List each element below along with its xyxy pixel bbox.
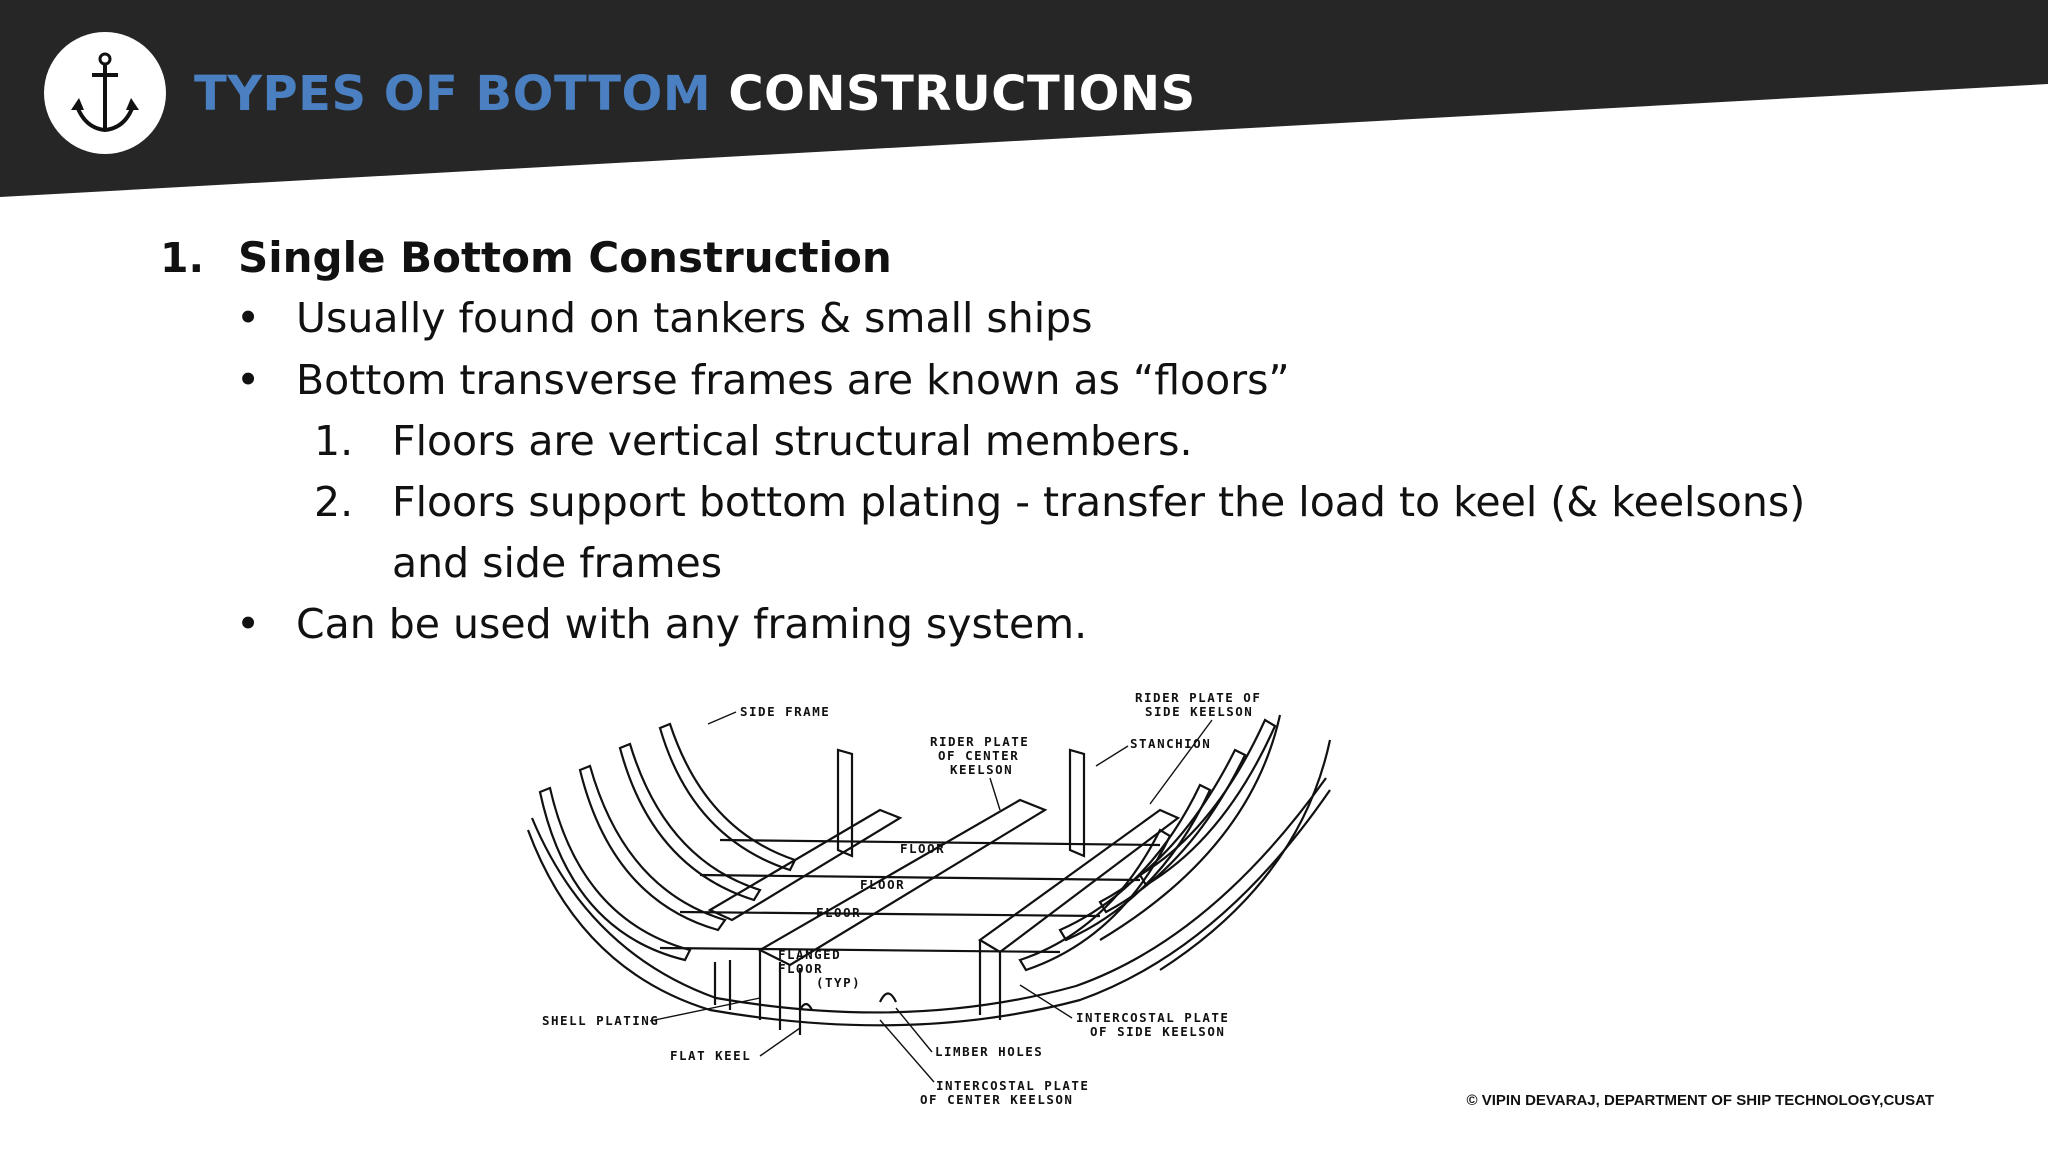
- label-rider-side: SIDE KEELSON: [1145, 704, 1253, 719]
- sub-item: Floors support bottom plating - transfer…: [392, 478, 1806, 526]
- bullet-marker: •: [236, 600, 261, 648]
- bullet-item: Usually found on tankers & small ships: [296, 294, 1093, 342]
- label-flanged-floor: FLOOR: [778, 961, 823, 976]
- label-rider-center: RIDER PLATE: [930, 734, 1029, 749]
- heading-number: 1.: [160, 234, 205, 282]
- sub-item-number: 2.: [314, 478, 354, 526]
- label-limber-holes: LIMBER HOLES: [935, 1044, 1043, 1059]
- single-bottom-diagram: SIDE FRAME RIDER PLATE OF CENTER KEELSON…: [526, 690, 1332, 1107]
- title-rest: CONSTRUCTIONS: [728, 66, 1196, 122]
- diagram-labels: SIDE FRAME RIDER PLATE OF CENTER KEELSON…: [542, 690, 1261, 1107]
- label-floor: FLOOR: [900, 841, 945, 856]
- header-band: [0, 0, 2048, 197]
- label-intercostal-side: OF SIDE KEELSON: [1090, 1024, 1225, 1039]
- bullet-marker: •: [236, 294, 261, 342]
- hull-structure: [526, 714, 1332, 1035]
- title-highlight: TYPES OF BOTTOM: [194, 66, 712, 122]
- copyright-footer: © VIPIN DEVARAJ, DEPARTMENT OF SHIP TECH…: [1466, 1092, 1934, 1109]
- label-rider-side: RIDER PLATE OF: [1135, 690, 1261, 705]
- sub-item-number: 1.: [314, 417, 354, 465]
- label-flanged-floor: (TYP): [816, 975, 861, 990]
- heading: Single Bottom Construction: [238, 233, 892, 282]
- bullet-item: Can be used with any framing system.: [296, 600, 1088, 648]
- label-flanged-floor: FLANGED: [778, 947, 841, 962]
- sub-item: Floors are vertical structural members.: [392, 417, 1193, 465]
- leader-lines: [649, 711, 1213, 1083]
- label-shell-plating: SHELL PLATING: [542, 1013, 659, 1028]
- label-floor: FLOOR: [816, 905, 861, 920]
- label-stanchion: STANCHION: [1130, 736, 1211, 751]
- label-side-frame: SIDE FRAME: [740, 704, 830, 719]
- label-floor: FLOOR: [860, 877, 905, 892]
- bullet-marker: •: [236, 356, 261, 404]
- page-title: TYPES OF BOTTOM CONSTRUCTIONS: [194, 66, 1196, 122]
- label-flat-keel: FLAT KEEL: [670, 1048, 751, 1063]
- label-intercostal-center: INTERCOSTAL PLATE: [936, 1078, 1089, 1093]
- label-intercostal-center: OF CENTER KEELSON: [920, 1092, 1073, 1107]
- bullet-item: Bottom transverse frames are known as “f…: [296, 356, 1290, 404]
- label-rider-center: KEELSON: [950, 762, 1013, 777]
- logo: [44, 32, 166, 154]
- label-intercostal-side: INTERCOSTAL PLATE: [1076, 1010, 1229, 1025]
- sub-item-continuation: and side frames: [392, 539, 723, 587]
- label-rider-center: OF CENTER: [938, 748, 1019, 763]
- anchor-icon: [71, 52, 139, 133]
